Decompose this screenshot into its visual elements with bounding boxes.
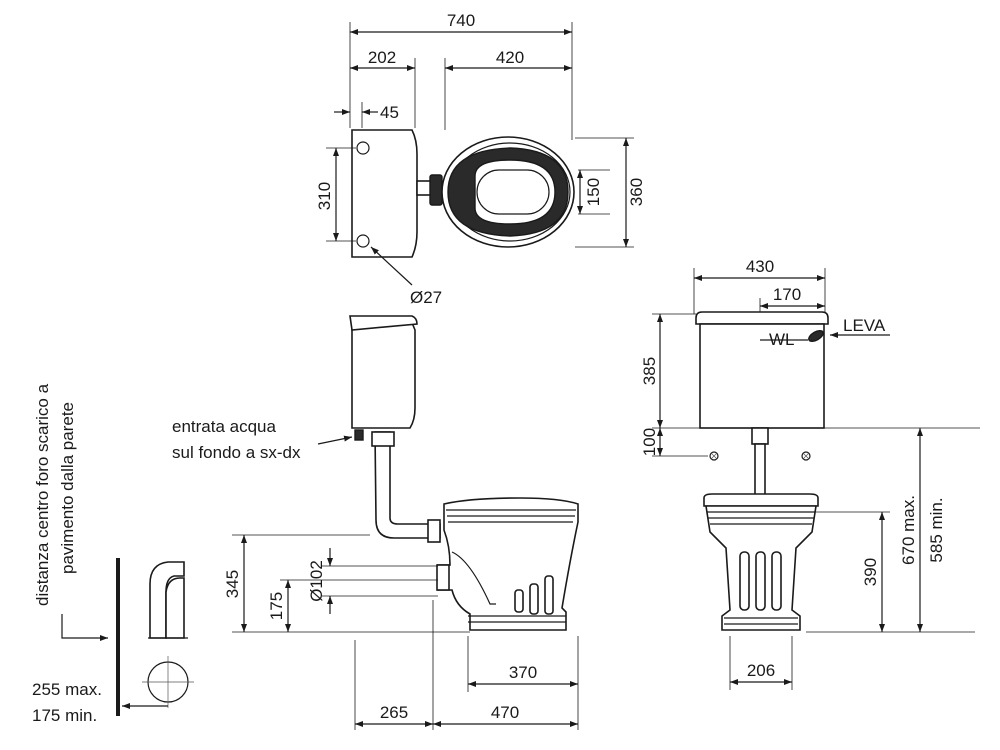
top-view: 740 202 420 45 310 Ø27 150 <box>315 11 646 307</box>
note-vertical-line1: distanza centro foro scarico a <box>33 383 52 606</box>
dim-outlet-center: 175 <box>267 592 286 620</box>
dim-cistern-width-top: 202 <box>368 48 396 67</box>
dim-outlet-to-front: 470 <box>491 703 519 722</box>
note-water-inlet-line1: entrata acqua <box>172 417 277 436</box>
dim-bowl-height: 390 <box>861 558 880 586</box>
dim-hole-offset: 45 <box>380 103 399 122</box>
dim-min-height: 585 min. <box>927 497 946 562</box>
dim-max-height: 670 max. <box>899 495 918 565</box>
dim-bowl-width: 360 <box>627 178 646 206</box>
dim-cistern-height: 385 <box>640 357 659 385</box>
dim-total-length: 740 <box>447 11 475 30</box>
side-view: entrata acqua sul fondo a sx-dx 345 175 … <box>172 315 579 730</box>
note-water-inlet-line2: sul fondo a sx-dx <box>172 443 301 462</box>
wall-outlet-detail: distanza centro foro scarico a pavimento… <box>32 383 194 725</box>
dim-hole-spacing: 310 <box>315 182 334 210</box>
dim-wall-to-outlet: 265 <box>380 703 408 722</box>
dim-lever-offset: 170 <box>773 285 801 304</box>
dim-hole-diameter: Ø27 <box>410 288 442 307</box>
dim-cistern-width-front: 430 <box>746 257 774 276</box>
label-water-level: WL <box>769 330 795 349</box>
dim-wall-min: 175 min. <box>32 706 97 725</box>
label-lever: LEVA <box>843 316 886 335</box>
dim-outlet-height: 345 <box>223 570 242 598</box>
dim-bowl-length: 420 <box>496 48 524 67</box>
dim-foot-width: 206 <box>747 661 775 680</box>
dim-wall-max: 255 max. <box>32 680 102 699</box>
dim-foot-length: 370 <box>509 663 537 682</box>
dim-fixing-offset: 100 <box>640 428 659 456</box>
dim-seat-opening: 150 <box>584 178 603 206</box>
dim-outlet-diameter: Ø102 <box>307 560 326 602</box>
front-view: 430 170 WL LEVA 385 100 <box>640 257 980 690</box>
note-vertical-line2: pavimento dalla parete <box>58 402 77 574</box>
